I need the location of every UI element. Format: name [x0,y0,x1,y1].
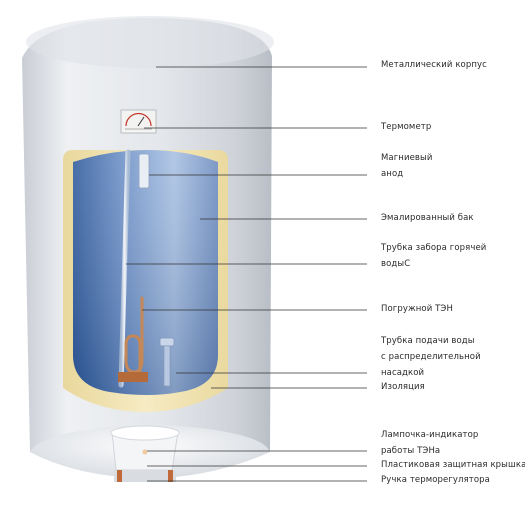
label-inlet: Трубка подачи воды с распределительной н… [381,333,481,381]
label-heater-text: Погружной ТЭН [381,304,453,314]
control-unit [110,425,180,482]
thermometer-dial-icon [120,109,157,134]
label-anode: Магниевый анод [381,150,432,182]
label-inlet-line3: насадкой [381,368,425,378]
inlet-pipe-spreader [159,337,175,387]
label-inlet-line2: с распределительной [381,352,481,362]
leader-lines [126,66,367,482]
label-knob-text: Ручка терморегулятора [381,475,490,485]
label-tank-text: Эмалированный бак [381,213,474,223]
label-hot-pipe-line1: Трубка забора горячей [381,243,487,253]
label-lamp-line2: работы ТЭНа [381,446,441,456]
hot-water-pipe [118,149,131,388]
label-metal-body-text: Металлический корпус [381,60,487,70]
label-lamp: Лампочка-индикатор работы ТЭНа [381,427,478,459]
label-heater: Погружной ТЭН [381,302,453,317]
label-cover: Пластиковая защитная крышка [381,458,525,473]
label-thermometer: Термометр [381,120,431,135]
enamel-tank [73,150,218,395]
label-tank: Эмалированный бак [381,211,474,226]
label-thermometer-text: Термометр [381,122,432,132]
label-insulation: Изоляция [381,380,425,395]
label-metal-body: Металлический корпус [381,58,487,73]
label-inlet-line1: Трубка подачи воды [381,336,475,346]
label-knob: Ручка терморегулятора [381,473,490,488]
magnesium-anode [138,153,150,189]
label-anode-line1: Магниевый [381,153,433,163]
label-anode-line2: анод [381,169,404,179]
immersion-heater [118,296,148,382]
label-lamp-line1: Лампочка-индикатор [381,430,479,440]
label-hot-pipe: Трубка забора горячей водыС [381,240,486,272]
label-insulation-text: Изоляция [381,382,425,392]
label-cover-text: Пластиковая защитная крышка [381,460,525,470]
label-hot-pipe-line2: водыС [381,259,411,269]
